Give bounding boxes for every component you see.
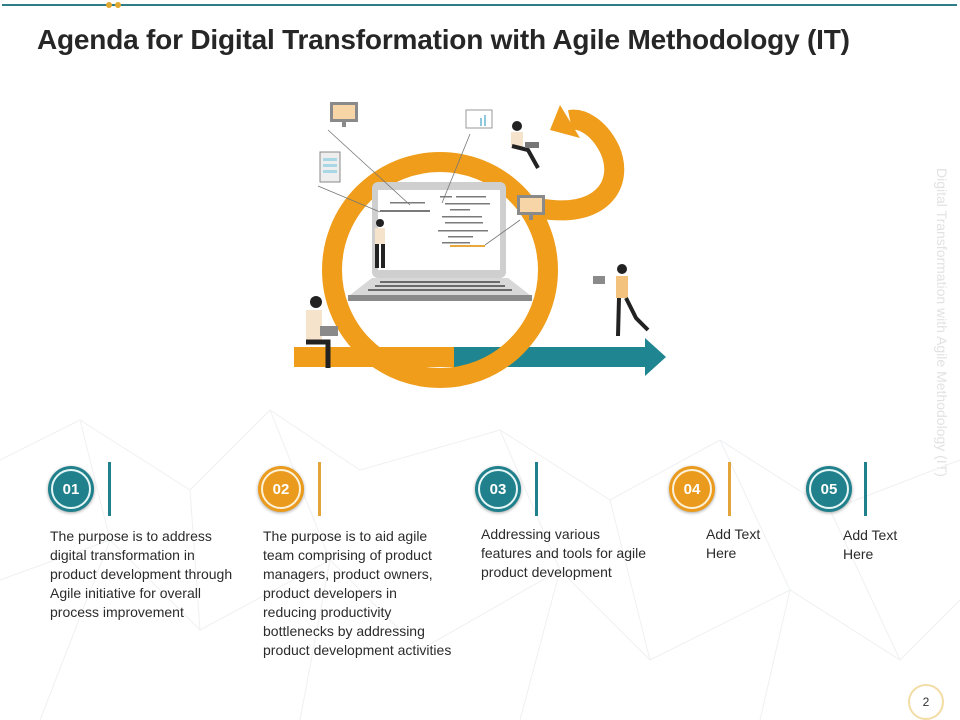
step-number-badge: 03 xyxy=(475,466,521,512)
step-number-badge: 01 xyxy=(48,466,94,512)
person-standing-laptop xyxy=(375,219,385,268)
step-description: Add Text Here xyxy=(706,526,761,561)
checklist-icon xyxy=(319,151,341,183)
step-number-badge: 02 xyxy=(258,466,304,512)
decor-dot xyxy=(106,2,112,8)
step-description: Add Text Here xyxy=(843,527,898,562)
step-divider xyxy=(728,462,731,516)
chart-monitor-icon xyxy=(465,109,493,129)
step-number-badge: 05 xyxy=(806,466,852,512)
agile-cycle-illustration xyxy=(294,102,666,388)
loop-arrow-head xyxy=(550,105,580,138)
person-sitting-top xyxy=(511,121,540,169)
side-label: Digital Transformation with Agile Method… xyxy=(934,168,950,477)
monitor-icon-2 xyxy=(517,195,545,220)
agile-loop-ring xyxy=(322,152,558,388)
network-background xyxy=(0,409,960,720)
monitor-icon xyxy=(330,102,358,127)
step-description: Addressing various features and tools fo… xyxy=(481,526,646,580)
step-description: The purpose is to aid agile team compris… xyxy=(263,528,452,658)
step-divider xyxy=(864,462,867,516)
top-rule xyxy=(2,4,957,6)
page-number: 2 xyxy=(908,684,944,720)
step-number-badge: 04 xyxy=(669,466,715,512)
person-walking-right xyxy=(593,264,650,337)
forward-arrow-head xyxy=(645,338,666,376)
step-description: The purpose is to address digital transf… xyxy=(50,528,233,620)
step-divider xyxy=(318,462,321,516)
step-divider xyxy=(108,462,111,516)
decor-dot xyxy=(115,2,121,8)
person-sitting-left xyxy=(306,296,338,368)
forward-arrow-shaft xyxy=(430,347,648,367)
step-divider xyxy=(535,462,538,516)
page-title: Agenda for Digital Transformation with A… xyxy=(37,24,850,55)
